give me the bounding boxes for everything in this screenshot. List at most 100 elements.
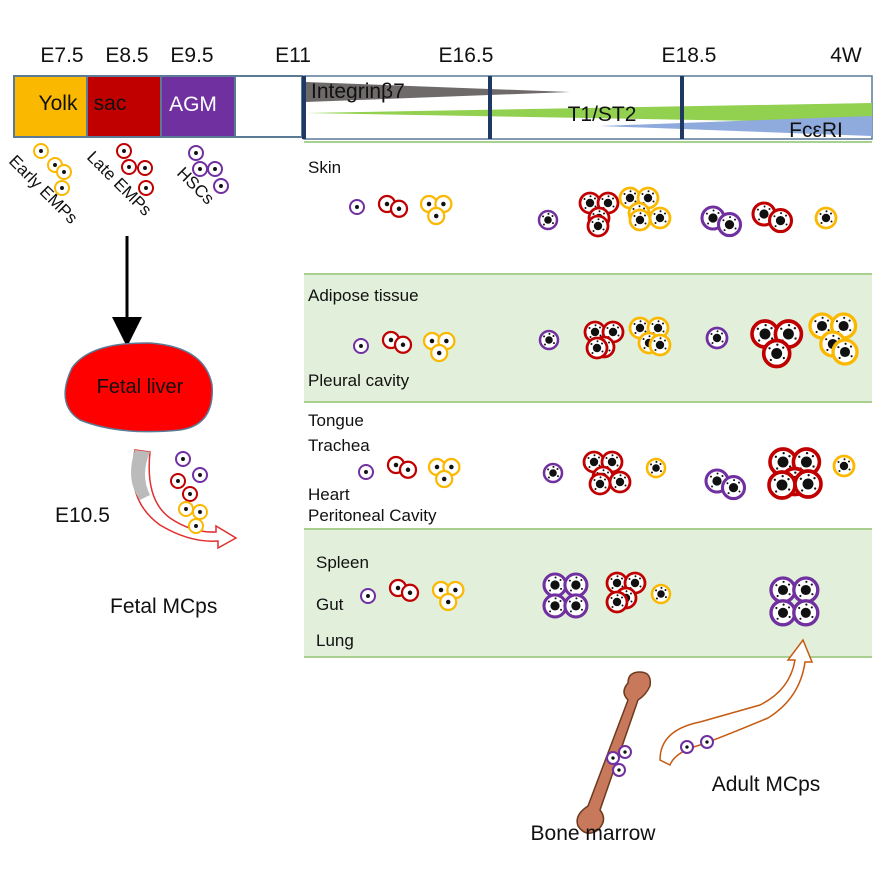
integrin-wedge [306, 82, 570, 102]
cell-p [680, 740, 694, 754]
tissue-label-gut: Gut [316, 595, 344, 614]
cell-p [542, 572, 568, 598]
cell-y [648, 206, 672, 230]
cell-r [398, 460, 418, 479]
sac-label: sac [94, 92, 127, 115]
cell-r [586, 214, 610, 238]
fetal-migration-arrow [132, 449, 238, 550]
cell-p [358, 464, 374, 480]
cell-p [705, 326, 729, 350]
cell-r [605, 590, 629, 614]
cell-y [648, 333, 672, 357]
cell-p [207, 161, 223, 177]
cell-r [182, 486, 198, 502]
cell-r [585, 336, 609, 360]
cell-r [767, 470, 797, 500]
adult-migration-arrow [659, 638, 814, 767]
cell-y [56, 164, 72, 180]
tissue-label-skin: Skin [308, 158, 341, 177]
cell-p [618, 745, 632, 759]
cell-y [628, 208, 652, 232]
stage-label: 4W [830, 44, 862, 67]
stage-label: E7.5 [40, 44, 83, 67]
bone-marrow-label: Bone marrow [531, 822, 657, 845]
cell-y [188, 518, 204, 534]
cell-p [537, 209, 559, 231]
cell-p [563, 593, 589, 619]
tissue-label-spleen: Spleen [316, 553, 369, 572]
cell-p [542, 462, 564, 484]
cell-p [769, 599, 797, 627]
cell-r [393, 335, 413, 354]
cell-y [192, 504, 208, 520]
stage-labels: E7.5 E8.5 E9.5 E11 E16.5 E18.5 4W [40, 44, 862, 67]
agm-box [160, 75, 236, 138]
tissue-label-pleural: Pleural cavity [308, 371, 410, 390]
tissue-label-heart: Heart [308, 485, 350, 504]
agm-label: AGM [169, 93, 217, 116]
stage-label: E8.5 [105, 44, 148, 67]
adult-mcps-label: Adult MCps [712, 773, 821, 796]
cell-p [538, 329, 560, 351]
cell-r [793, 469, 823, 499]
stage-label: E9.5 [170, 44, 213, 67]
cell-y [636, 186, 660, 210]
cell-r [400, 583, 420, 602]
tissue-label-lung: Lung [316, 631, 354, 650]
fetal-stage-label: E10.5 [55, 504, 110, 527]
fetal-liver-shape [64, 342, 213, 433]
cell-p [188, 145, 204, 161]
cell-r [767, 208, 794, 234]
cell-y [831, 338, 859, 366]
tissue-label-trachea: Trachea [308, 436, 370, 455]
cell-y [814, 206, 838, 230]
cell-r [116, 143, 132, 159]
yolk-sac-late-box [86, 75, 162, 138]
cell-p [792, 599, 820, 627]
early-emps-label: Early EMPs [5, 151, 81, 227]
cell-p [769, 576, 797, 604]
t1st2-wedge [306, 103, 872, 123]
cell-p [213, 178, 229, 194]
cell-p [360, 588, 376, 604]
cell-r [389, 199, 409, 218]
cell-p [612, 763, 626, 777]
cell-y [54, 180, 70, 196]
cell-p [542, 593, 568, 619]
fetal-mcps-label: Fetal MCps [110, 595, 217, 618]
cell-y [427, 206, 446, 226]
cell-r [121, 159, 137, 175]
tissue-label-tongue: Tongue [308, 411, 364, 430]
cell-r [170, 473, 186, 489]
cell-layer [33, 143, 859, 777]
cell-y [832, 454, 856, 478]
fceri-wedge [600, 116, 872, 136]
cell-y [439, 592, 458, 612]
cell-y [650, 583, 672, 605]
tissue-label-adipose: Adipose tissue [308, 286, 419, 305]
integrin-label: Integrinβ7 [311, 80, 405, 103]
tissue-labels: Skin Adipose tissue Pleural cavity Tongu… [308, 158, 437, 650]
cell-p [563, 572, 589, 598]
cell-p [175, 451, 191, 467]
cell-p [192, 467, 208, 483]
cell-y [430, 343, 449, 363]
cell-r [588, 472, 612, 496]
cell-y [33, 143, 49, 159]
cell-p [720, 475, 747, 501]
stage-label: E16.5 [439, 44, 494, 67]
cell-p [700, 735, 714, 749]
tissue-label-peritoneal: Peritoneal Cavity [308, 506, 437, 525]
cell-p [716, 212, 743, 238]
cell-y [645, 457, 667, 479]
origin-cell-labels: Early EMPs Late EMPs HSCs [5, 147, 218, 227]
cell-p [192, 161, 208, 177]
cell-p [349, 199, 365, 215]
cell-r [608, 470, 632, 494]
cell-p [353, 338, 369, 354]
cell-p [606, 751, 620, 765]
yolk-label: Yolk [39, 92, 78, 115]
marker-panel: Integrinβ7 T1/ST2 FcεRI [302, 75, 873, 142]
empty-box [234, 75, 303, 138]
